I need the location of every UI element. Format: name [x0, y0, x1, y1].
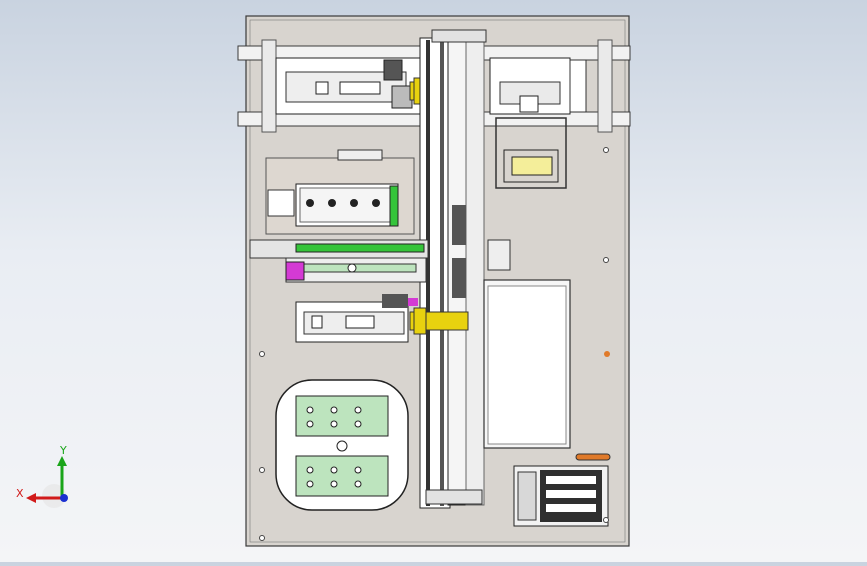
- terminal-block[interactable]: [513, 465, 609, 527]
- z-axis-dot: [60, 494, 68, 502]
- left-gripper-module[interactable]: [275, 57, 423, 115]
- pcb-tray-middle[interactable]: [265, 149, 415, 235]
- linear-axis-vertical[interactable]: [419, 29, 487, 509]
- right-gripper-module[interactable]: [489, 57, 587, 189]
- orange-dot: [604, 351, 610, 357]
- orange-indicator: [575, 453, 611, 461]
- yellow-carriage-middle[interactable]: [408, 298, 469, 335]
- triad-label-y: Y: [60, 444, 67, 457]
- triad-label-x: X: [16, 487, 24, 500]
- lower-gripper-module[interactable]: [295, 294, 409, 343]
- axis-triad: [26, 456, 68, 508]
- rotary-fixture[interactable]: [275, 379, 409, 511]
- conveyor-band[interactable]: [249, 239, 429, 283]
- right-tray[interactable]: [483, 239, 571, 449]
- mounting-holes: [259, 147, 609, 541]
